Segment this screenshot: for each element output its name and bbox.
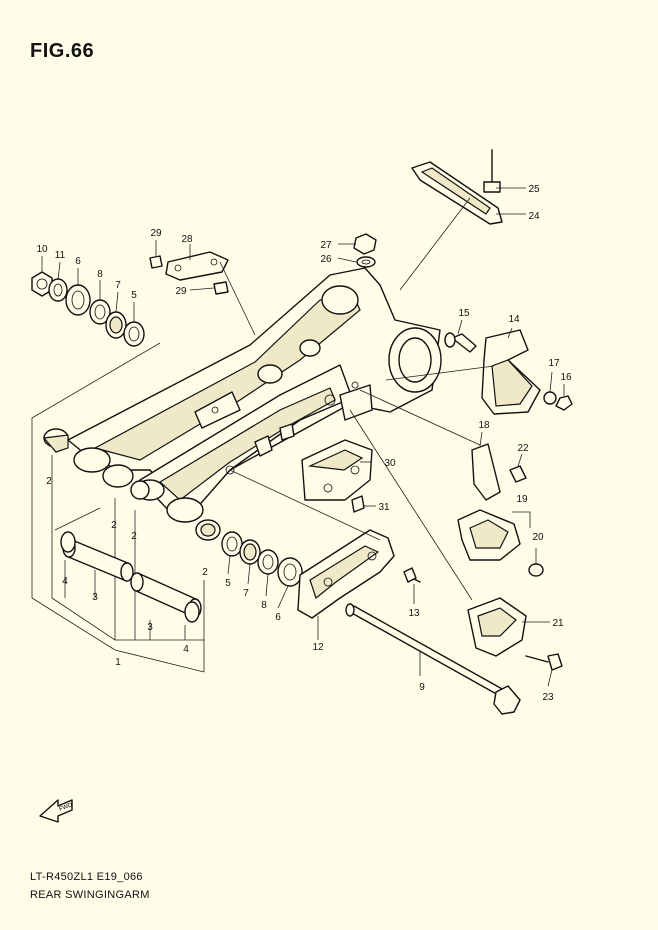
leader-lines bbox=[41, 187, 565, 687]
callout-30: 30 bbox=[384, 458, 396, 469]
callout-13: 13 bbox=[408, 608, 420, 619]
callout-6a: 6 bbox=[75, 256, 81, 267]
callout-28: 28 bbox=[181, 234, 193, 245]
chain-slider bbox=[297, 529, 421, 619]
pivot-bolt bbox=[345, 603, 521, 715]
heat-shield-24 bbox=[411, 149, 503, 225]
callout-31: 31 bbox=[378, 502, 390, 513]
callout-2d: 2 bbox=[202, 567, 208, 578]
callout-14: 14 bbox=[508, 314, 520, 325]
callout-6b: 6 bbox=[275, 612, 281, 623]
figure-title: FIG.66 bbox=[30, 40, 95, 62]
swingarm-frame bbox=[67, 267, 442, 523]
callout-4b: 4 bbox=[183, 644, 189, 655]
callout-3b: 3 bbox=[147, 622, 153, 633]
callout-8b: 8 bbox=[261, 600, 267, 611]
callout-21: 21 bbox=[552, 618, 564, 629]
nut-washer-top bbox=[353, 233, 377, 268]
left-bearing-stack bbox=[31, 271, 145, 347]
callout-2b: 2 bbox=[111, 520, 117, 531]
callout-15: 15 bbox=[458, 308, 470, 319]
bracket-28 bbox=[149, 251, 229, 295]
callout-12: 12 bbox=[312, 642, 324, 653]
svg-text:FWD: FWD bbox=[59, 802, 75, 813]
callout-labels: 10 11 6 8 7 5 29 28 29 27 26 25 24 15 14… bbox=[36, 184, 572, 703]
right-seal-stack bbox=[221, 531, 303, 587]
chain-guide bbox=[254, 423, 373, 513]
callout-5b: 5 bbox=[225, 578, 231, 589]
callout-1: 1 bbox=[115, 657, 121, 668]
callout-4a: 4 bbox=[62, 576, 68, 587]
caliper-bracket bbox=[444, 329, 573, 415]
callout-5a: 5 bbox=[131, 290, 137, 301]
callout-18: 18 bbox=[478, 420, 490, 431]
figure-caption: REAR SWINGINGARM bbox=[30, 889, 150, 901]
callout-22: 22 bbox=[517, 443, 529, 454]
fwd-arrow-icon: FWD bbox=[39, 799, 75, 823]
callout-25: 25 bbox=[528, 184, 540, 195]
callout-2c: 2 bbox=[131, 531, 137, 542]
lower-brackets bbox=[457, 443, 563, 671]
callout-26: 26 bbox=[320, 254, 332, 265]
callout-17: 17 bbox=[548, 358, 560, 369]
pivot-bearings-sleeves bbox=[42, 428, 221, 623]
callout-3a: 3 bbox=[92, 592, 98, 603]
callout-23: 23 bbox=[542, 692, 554, 703]
callout-7a: 7 bbox=[115, 280, 121, 291]
callout-10: 10 bbox=[36, 244, 48, 255]
callout-16: 16 bbox=[560, 372, 572, 383]
callout-19: 19 bbox=[516, 494, 528, 505]
model-code: LT-R450ZL1 E19_066 bbox=[30, 871, 143, 883]
callout-9: 9 bbox=[419, 682, 425, 693]
callout-7b: 7 bbox=[243, 588, 249, 599]
callout-11: 11 bbox=[55, 250, 66, 261]
callout-27: 27 bbox=[320, 240, 332, 251]
callout-2a: 2 bbox=[46, 476, 52, 487]
callout-20: 20 bbox=[532, 532, 544, 543]
callout-29a: 29 bbox=[150, 228, 162, 239]
callout-29b: 29 bbox=[175, 286, 187, 297]
callout-8a: 8 bbox=[97, 269, 103, 280]
callout-24: 24 bbox=[528, 211, 540, 222]
